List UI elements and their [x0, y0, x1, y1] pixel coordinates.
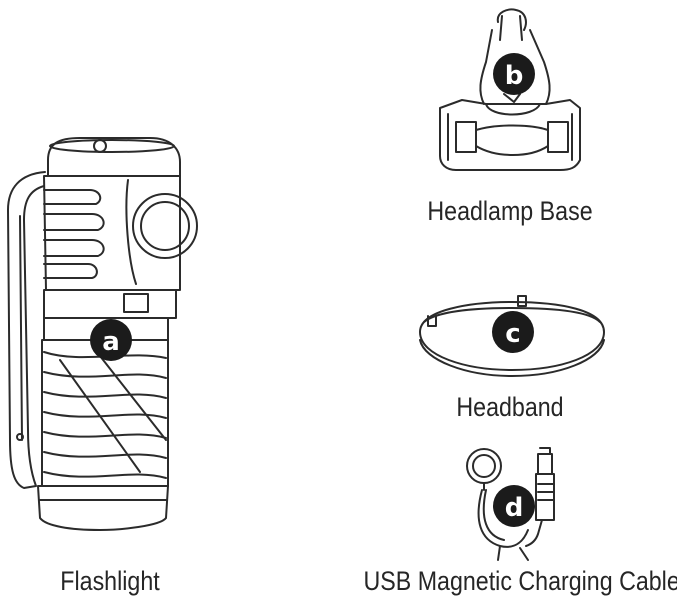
headlamp-base-label: Headlamp Base [427, 196, 593, 226]
badge-c [492, 311, 534, 353]
flashlight-label: Flashlight [60, 566, 160, 596]
badge-a [90, 319, 132, 361]
badge-b [493, 53, 535, 95]
usb-cable-label: USB Magnetic Charging Cable [363, 566, 677, 596]
headband-label: Headband [456, 392, 564, 422]
badge-d-letter: d [505, 493, 524, 523]
badge-c-letter: c [505, 319, 520, 349]
badge-d [493, 485, 535, 527]
badge-b-letter: b [505, 61, 524, 91]
badge-a-letter: a [102, 327, 120, 357]
